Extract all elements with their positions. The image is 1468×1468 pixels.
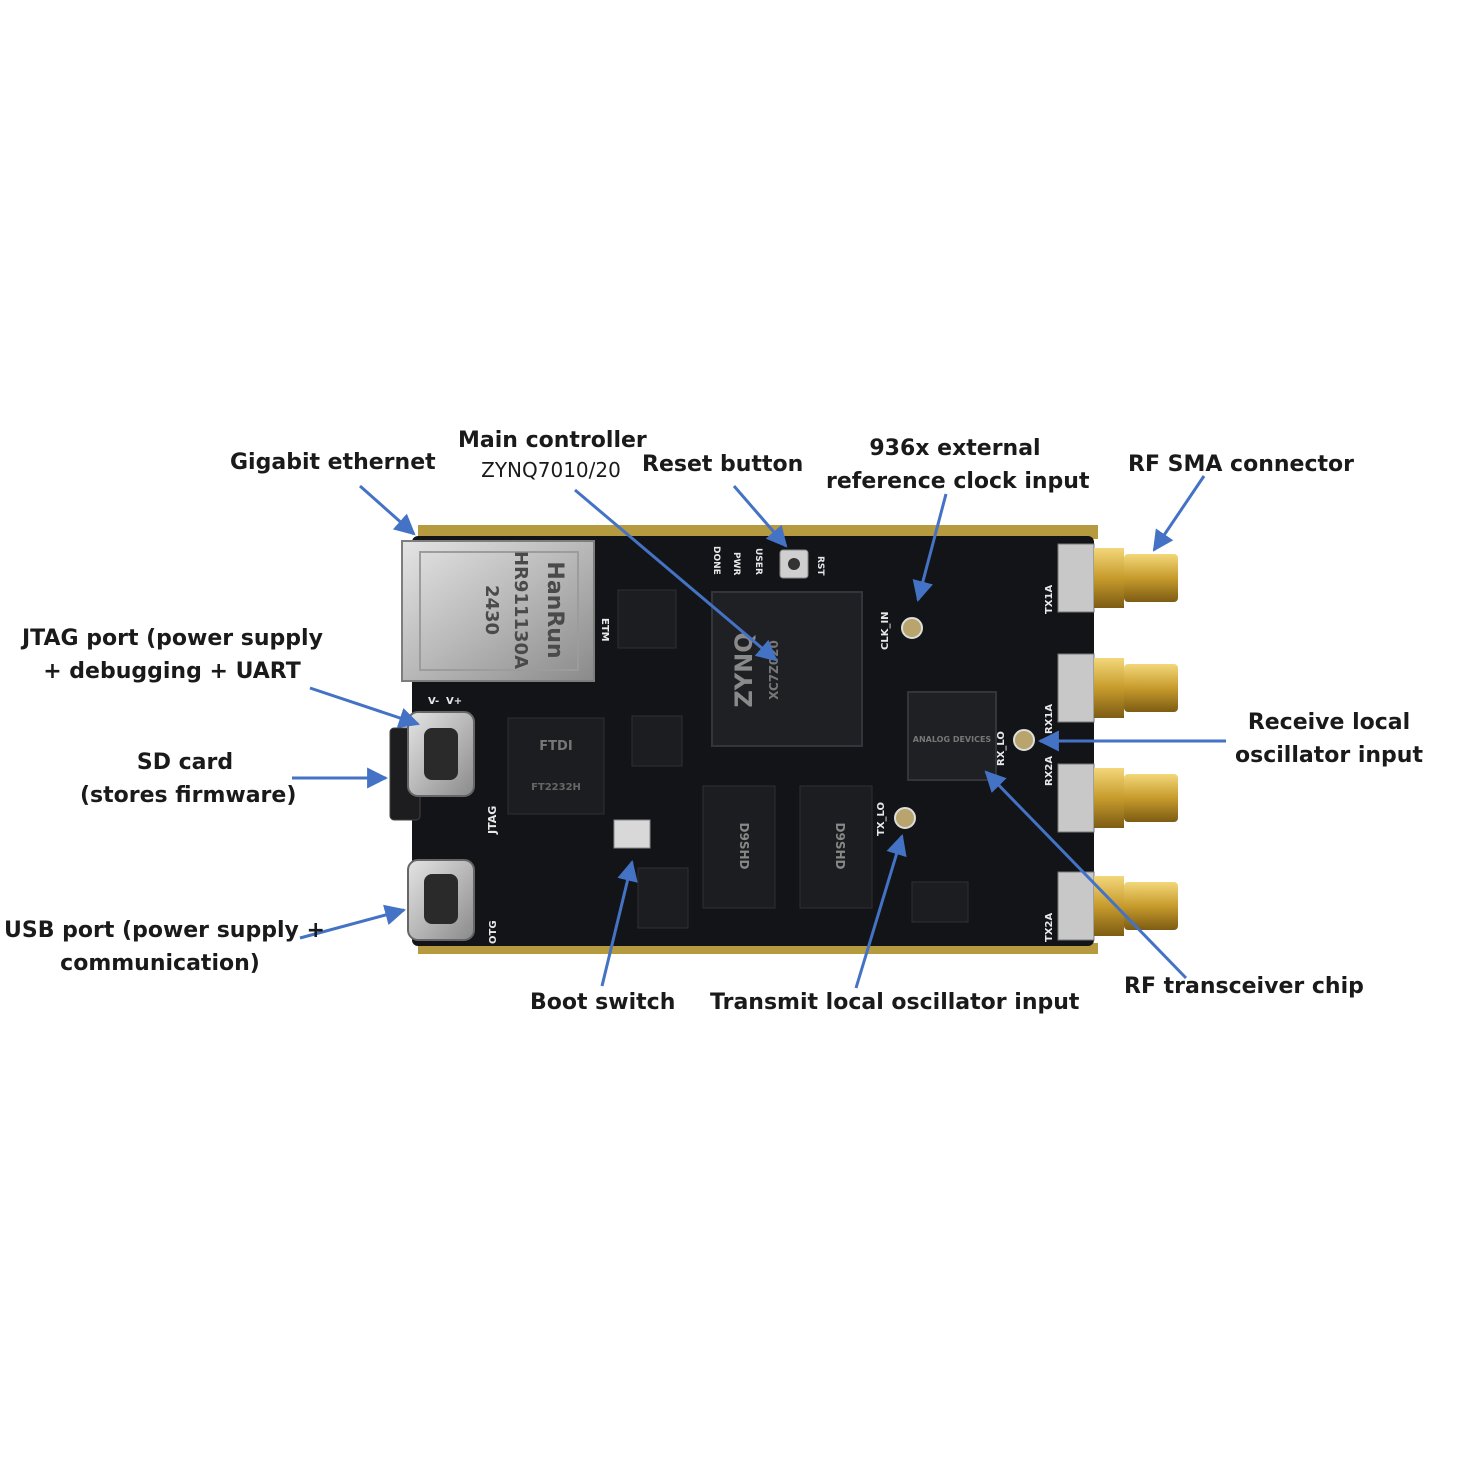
label-jtag-line1: JTAG port (power supply — [22, 626, 323, 651]
arrow-main-controller — [574, 488, 778, 662]
silk-rx2a: RX2A — [1044, 756, 1055, 786]
small-ic — [911, 881, 969, 923]
silk-user: USER — [753, 548, 763, 575]
label-rf-sma: RF SMA connector — [1128, 452, 1354, 477]
arrow-boot-switch — [600, 859, 638, 987]
silk-vminus: V- — [428, 696, 439, 707]
silk-tx2a: TX2A — [1044, 913, 1055, 942]
svg-text:ZYNQ: ZYNQ — [730, 632, 758, 707]
label-ext-clock-line1: 936x external — [869, 436, 1041, 461]
silk-clk-in: CLK_IN — [880, 611, 891, 650]
small-ic — [637, 867, 689, 929]
arrow-rf-transceiver — [984, 770, 1188, 980]
ufl-clk-in — [901, 617, 923, 639]
svg-text:XC7Z020: XC7Z020 — [767, 640, 781, 700]
arrow-tx-lo — [854, 833, 907, 989]
small-ic — [631, 715, 683, 767]
arrow-ext-clock — [912, 493, 948, 603]
zynq-fpga-chip — [711, 591, 863, 747]
svg-text:FT2232H: FT2232H — [531, 782, 581, 793]
ufl-tx-lo — [894, 807, 916, 829]
label-usb-line2: communication) — [60, 951, 260, 976]
ddr-ram-chip-2 — [799, 785, 873, 909]
label-rf-transceiver: RF transceiver chip — [1124, 974, 1364, 999]
rj45-brand: HanRun — [542, 561, 567, 658]
svg-text:ANALOG DEVICES: ANALOG DEVICES — [913, 735, 992, 744]
rj45-connector — [401, 540, 595, 682]
enclosure-bottom-rail — [418, 943, 1098, 954]
silk-tx1a: TX1A — [1044, 585, 1055, 614]
ddr-ram-chip-1 — [702, 785, 776, 909]
rj45-part: HR911130A — [510, 551, 531, 669]
svg-text:D9SHD: D9SHD — [737, 823, 751, 870]
label-sd-card-line1: SD card — [136, 750, 234, 775]
arrow-gigabit-ethernet — [359, 484, 416, 536]
label-usb: USB port (power supply + communication) — [4, 914, 325, 980]
label-sd-card-line2: (stores firmware) — [80, 783, 297, 808]
label-ext-clock-line2: reference clock input — [826, 469, 1090, 494]
silk-rst: RST — [815, 556, 825, 576]
arrow-reset-button — [732, 485, 788, 548]
silk-otg: OTG — [488, 920, 499, 944]
enclosure-top-rail — [418, 525, 1098, 539]
silk-rx-lo: RX_LO — [996, 731, 1007, 766]
ethernet-phy-chip — [617, 589, 677, 649]
label-boot-switch: Boot switch — [530, 990, 676, 1015]
ufl-rx-lo — [1013, 729, 1035, 751]
label-main-controller: Main controller ZYNQ7010/20 — [458, 424, 647, 483]
silk-etm: ETM — [599, 618, 610, 642]
label-main-controller-sub: ZYNQ7010/20 — [481, 458, 621, 482]
label-sd-card: SD card (stores firmware) — [80, 746, 297, 812]
rj45-code: 2430 — [481, 585, 502, 635]
label-main-controller-title: Main controller — [458, 428, 647, 453]
label-jtag-line2: + debugging + UART — [43, 659, 301, 684]
label-gigabit-ethernet: Gigabit ethernet — [230, 450, 436, 475]
arrow-rf-sma — [1152, 475, 1206, 552]
usb-c-jtag-port — [407, 711, 475, 797]
sma-connector-tx2a — [1057, 871, 1178, 941]
label-rx-lo-line2: oscillator input — [1235, 743, 1423, 768]
label-rx-lo: Receive local oscillator input — [1234, 706, 1424, 772]
label-jtag: JTAG port (power supply + debugging + UA… — [22, 622, 323, 688]
label-ext-clock: 936x external reference clock input — [826, 432, 1090, 498]
label-usb-line1: USB port (power supply + — [4, 918, 325, 943]
rf-transceiver-chip — [907, 691, 997, 781]
sma-connector-tx1a — [1057, 543, 1178, 613]
silk-rx1a: RX1A — [1044, 704, 1055, 734]
silk-tx-lo: TX_LO — [876, 802, 887, 836]
svg-text:D9SHD: D9SHD — [833, 823, 847, 870]
silk-done: DONE — [711, 546, 721, 575]
label-reset-button: Reset button — [642, 452, 804, 477]
boot-switch-part — [613, 819, 651, 849]
arrow-jtag — [309, 686, 420, 728]
ftdi-chip — [507, 717, 605, 815]
svg-text:FTDI: FTDI — [539, 739, 572, 754]
silk-vplus: V+ — [446, 696, 462, 707]
silk-jtag: JTAG — [486, 806, 499, 835]
label-rx-lo-line1: Receive local — [1247, 710, 1411, 735]
sma-connector-rx1a — [1057, 653, 1178, 723]
arrow-usb — [299, 904, 407, 940]
sma-connector-rx2a — [1057, 763, 1178, 833]
label-tx-lo: Transmit local oscillator input — [710, 990, 1080, 1015]
usb-c-otg-port — [407, 859, 475, 941]
silk-pwr: PWR — [731, 552, 741, 576]
